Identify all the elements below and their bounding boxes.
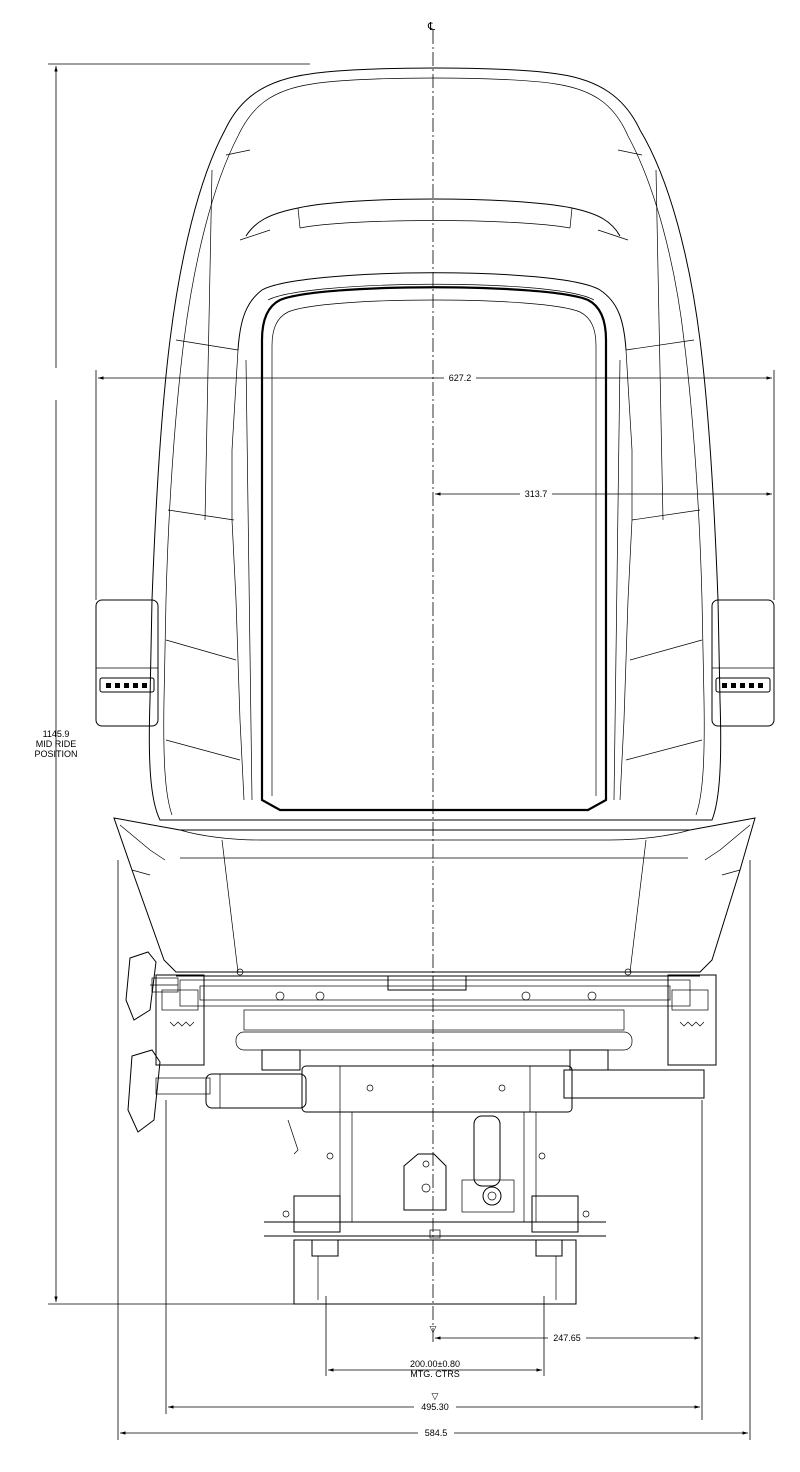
dimension-mounting-centers: 200.00±0.80 MTG. CTRS — [325, 1296, 545, 1379]
mounting-centers-value: 200.00±0.80 — [410, 1359, 460, 1369]
seat-base — [264, 1195, 606, 1305]
dimension-base-width: ▽ 495.30 — [165, 1100, 700, 1414]
dimension-overall-height: 1145.9 MID RIDE POSITION — [34, 63, 310, 1305]
datum-marker-bottom: ▽ — [432, 1391, 439, 1401]
seat-slide-mechanism — [155, 974, 717, 1071]
base-width-value: 495.30 — [421, 1402, 449, 1412]
seat-backrest — [148, 67, 722, 821]
dimension-armrest-width: 627.2 — [95, 370, 775, 600]
datum-marker-top: ▽ — [430, 1324, 437, 1334]
dimension-half-armrest-width: 313.7 — [435, 489, 772, 499]
armrest-width-value: 627.2 — [449, 373, 472, 383]
seat-cushion — [113, 817, 756, 976]
right-armrest — [711, 599, 775, 727]
dimension-half-base-width: ▽ 247.65 — [430, 1100, 703, 1420]
overall-width-value: 584.5 — [425, 1428, 448, 1438]
half-base-width-value: 247.65 — [553, 1333, 581, 1343]
height-adjust-knob — [127, 1049, 307, 1133]
left-armrest — [95, 599, 159, 727]
dimension-overall-width: 584.5 — [117, 860, 751, 1440]
mounting-centers-note: MTG. CTRS — [410, 1369, 460, 1379]
recline-knob — [125, 951, 179, 1021]
suspension-assembly — [287, 1065, 705, 1223]
overall-height-value: 1145.9 — [43, 729, 70, 739]
half-armrest-width-value: 313.7 — [525, 489, 548, 499]
centerline-symbol: ℄ — [427, 21, 435, 33]
overall-height-note-2: POSITION — [34, 749, 77, 759]
overall-height-note-1: MID RIDE — [36, 739, 77, 749]
centerline: ℄ — [427, 21, 435, 1345]
